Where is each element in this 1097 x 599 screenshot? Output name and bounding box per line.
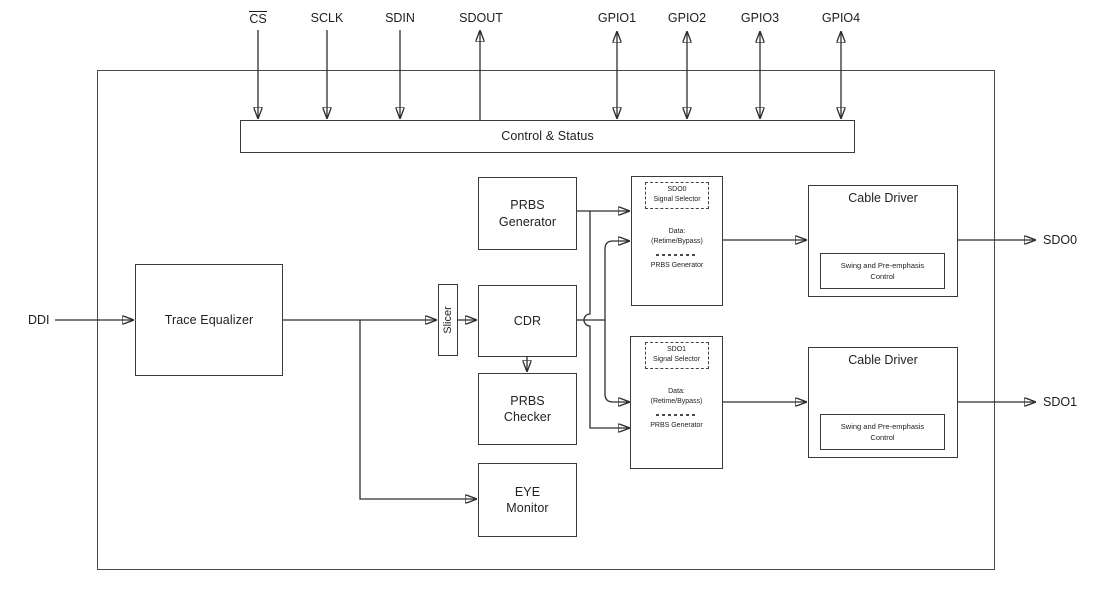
sdo0-selector-data-option: Data: (Retime/Bypass) [651, 227, 703, 247]
prbs-checker-label: PRBS Checker [504, 393, 551, 426]
control-status-block: Control & Status [240, 120, 855, 153]
cable-driver-0-title: Cable Driver [848, 191, 918, 205]
pin-label-gpio4: GPIO4 [821, 11, 861, 25]
swing-preemphasis-control-0: Swing and Pre-emphasis Control [820, 253, 945, 289]
swing-control-1-line2: Control [870, 433, 895, 442]
cable-driver-0-block: Cable Driver Swing and Pre-emphasis Cont… [808, 185, 958, 297]
swing-control-0-line1: Swing and Pre-emphasis [840, 260, 925, 270]
sdo1-data-line2: (Retime/Bypass) [650, 398, 703, 406]
pin-label-sdo1: SDO1 [1043, 395, 1078, 409]
sdo1-selector-subtitle: Signal Selector [652, 356, 701, 364]
pin-label-sclk: SCLK [310, 11, 344, 25]
slicer-label: Slicer [442, 306, 455, 334]
sdo1-signal-selector-block: SDO1 Signal Selector Data: (Retime/Bypas… [630, 336, 723, 469]
sdo1-data-line1: Data: [668, 388, 685, 396]
pin-label-sdo0: SDO0 [1043, 233, 1078, 247]
prbs-checker-block: PRBS Checker [478, 373, 577, 445]
cs-overline-label: CS [249, 11, 267, 26]
prbs-generator-line1: PRBS [510, 198, 545, 213]
pin-label-gpio3: GPIO3 [740, 11, 780, 25]
trace-equalizer-block: Trace Equalizer [135, 264, 283, 376]
swing-preemphasis-control-1: Swing and Pre-emphasis Control [820, 414, 945, 450]
cable-driver-1-block: Cable Driver Swing and Pre-emphasis Cont… [808, 347, 958, 458]
sdo0-selector-header: SDO0 Signal Selector [645, 182, 709, 210]
pin-label-sdout: SDOUT [459, 11, 503, 25]
cable-driver-1-title: Cable Driver [848, 353, 918, 367]
sdo0-selector-separator [656, 253, 698, 256]
sdo0-signal-selector-block: SDO0 Signal Selector Data: (Retime/Bypas… [631, 176, 723, 306]
pin-label-gpio2: GPIO2 [667, 11, 707, 25]
trace-equalizer-label: Trace Equalizer [164, 312, 254, 327]
eye-monitor-label: EYE Monitor [506, 484, 548, 517]
prbs-checker-line2: Checker [503, 410, 552, 424]
cdr-block: CDR [478, 285, 577, 357]
swing-control-1-line1: Swing and Pre-emphasis [840, 421, 925, 431]
sdo0-selector-subtitle: Signal Selector [653, 196, 701, 204]
sdo0-data-line2: (Retime/Bypass) [651, 238, 703, 246]
sdo0-selector-prbs-option: PRBS Generator [650, 261, 704, 269]
eye-monitor-block: EYE Monitor [478, 463, 577, 537]
sdo1-selector-header: SDO1 Signal Selector [644, 342, 709, 370]
sdo0-selector-title: SDO0 [667, 186, 687, 193]
slicer-block: Slicer [438, 284, 458, 356]
swing-control-0-line2: Control [870, 272, 895, 281]
sdo1-selector-title: SDO1 [666, 346, 687, 353]
sdo1-selector-prbs-option: PRBS Generator [650, 421, 703, 429]
pin-label-gpio1: GPIO1 [597, 11, 637, 25]
prbs-generator-line2: Generator [498, 214, 557, 229]
pin-label-cs: CS [218, 11, 298, 26]
pin-label-ddi: DDI [28, 313, 50, 327]
cdr-label: CDR [513, 313, 542, 328]
prbs-checker-line1: PRBS [510, 393, 545, 408]
control-status-label: Control & Status [501, 129, 594, 144]
eye-monitor-line1: EYE [514, 484, 541, 499]
sdo1-selector-separator [655, 413, 698, 416]
sdo1-selector-data-option: Data: (Retime/Bypass) [651, 387, 703, 407]
eye-monitor-line2: Monitor [506, 501, 549, 515]
sdo0-data-line1: Data: [668, 228, 686, 236]
pin-label-sdin: SDIN [385, 11, 415, 25]
